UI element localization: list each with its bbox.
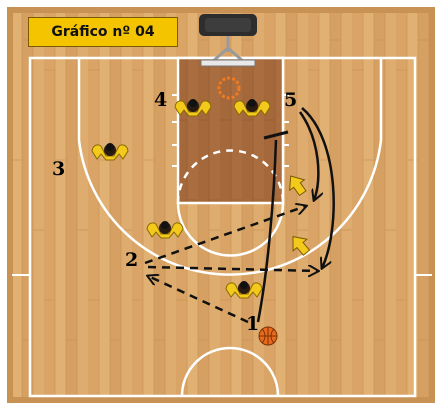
- player-3-label: 3: [52, 158, 65, 180]
- paint-area: [178, 58, 283, 203]
- player-1-label: 1: [246, 313, 259, 335]
- defender-icon: [234, 99, 270, 116]
- defender-icon: [92, 143, 128, 160]
- defender-icon: [147, 221, 183, 238]
- ball-icon: [259, 327, 277, 345]
- player-5-label: 5: [284, 89, 297, 111]
- player-2-label: 2: [125, 249, 138, 271]
- defender-icon: [175, 99, 211, 116]
- defender-icon: [226, 281, 262, 298]
- diagram-title: Gráfico nº 04: [28, 17, 178, 47]
- player-4-label: 4: [154, 89, 167, 111]
